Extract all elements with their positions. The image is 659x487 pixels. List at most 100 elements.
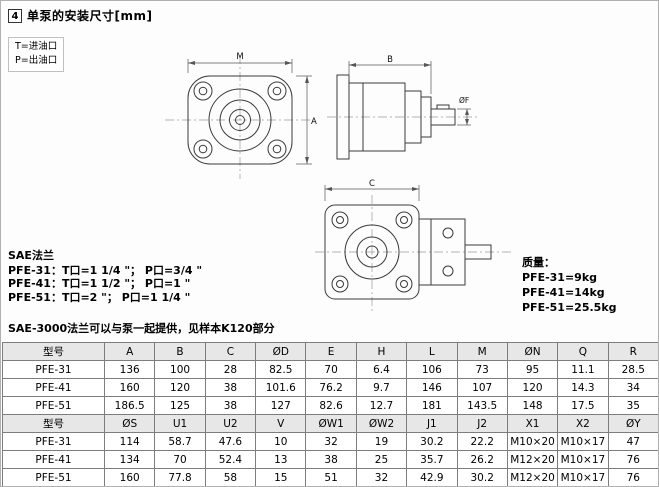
table-header-cell: J2	[456, 414, 508, 433]
table-header-cell: B	[154, 342, 206, 361]
dim-label-a: A	[311, 117, 317, 127]
table-cell: M10×17	[557, 468, 609, 486]
table-cell: 76.2	[305, 378, 357, 397]
sae-flange-title: SAE法兰	[8, 249, 54, 262]
table-cell: PFE-51	[2, 396, 105, 415]
mass-line-51: PFE-51=25.5kg	[522, 301, 617, 314]
table-cell: 9.7	[355, 378, 408, 397]
table-cell: 76	[607, 450, 658, 469]
mass-block: 质量： PFE-31=9kg PFE-41=14kg PFE-51=25.5kg	[522, 255, 617, 315]
table-cell: 38	[204, 378, 257, 397]
table-cell: 25	[355, 450, 408, 469]
table-header-cell: ØS	[103, 414, 156, 433]
table-cell: 58	[204, 468, 257, 486]
table-cell: 77.8	[154, 468, 206, 486]
table-header-cell: U1	[154, 414, 206, 433]
table-cell: 101.6	[255, 378, 307, 397]
table-header-cell: ØN	[506, 342, 559, 361]
table-cell: 160	[103, 378, 156, 397]
table-cell: 6.4	[355, 360, 408, 379]
page-title: 单泵的安装尺寸[mm]	[27, 9, 153, 23]
table-cell: 100	[154, 360, 206, 379]
table-header-cell: A	[103, 342, 156, 361]
table-cell: 148	[506, 396, 559, 415]
table-cell: 160	[103, 468, 156, 486]
front-view-drawing: M A	[165, 52, 317, 179]
table-header-cell: ØY	[607, 414, 658, 433]
table-cell: 146	[406, 378, 458, 397]
table-header-cell: E	[305, 342, 357, 361]
table-header-cell: J1	[406, 414, 458, 433]
table-cell: 107	[456, 378, 508, 397]
table-cell: M12×20	[506, 450, 559, 469]
table-cell: 32	[355, 468, 408, 486]
side-view-drawing: B ØF	[327, 55, 477, 160]
table-cell: PFE-31	[2, 360, 105, 379]
sae-flange-line-31: PFE-31：T口=1 1/4 "； P口=3/4 "	[8, 263, 203, 277]
table-header-cell: ØW1	[305, 414, 357, 433]
table-cell: 12.7	[355, 396, 408, 415]
table-cell: 11.1	[557, 360, 609, 379]
mass-line-31: PFE-31=9kg	[522, 271, 598, 284]
table-cell: 120	[506, 378, 559, 397]
table-cell: 114	[103, 432, 156, 451]
page-header: 4 单泵的安装尺寸[mm]	[8, 7, 152, 24]
table-cell: 73	[456, 360, 508, 379]
table-cell: 76	[607, 468, 658, 486]
table-cell: 13	[255, 450, 307, 469]
table-cell: 82.6	[305, 396, 357, 415]
port-legend-p: P=出油口	[15, 55, 58, 67]
table-cell: 30.2	[456, 468, 508, 486]
table-cell: M12×20	[506, 468, 559, 486]
mass-line-41: PFE-41=14kg	[522, 286, 605, 299]
table-cell: 58.7	[154, 432, 206, 451]
dim-label-c: C	[369, 179, 375, 189]
table-header-cell: H	[355, 342, 408, 361]
table-cell: 51	[305, 468, 357, 486]
table-cell: 14.3	[557, 378, 609, 397]
table-cell: 125	[154, 396, 206, 415]
table-header-cell: X2	[557, 414, 609, 433]
table-cell: 70	[154, 450, 206, 469]
table-cell: PFE-51	[2, 468, 105, 486]
table-cell: 38	[204, 396, 257, 415]
table-header-cell: ØD	[255, 342, 307, 361]
dim-label-m: M	[236, 52, 243, 62]
table-header-cell: M	[456, 342, 508, 361]
table-cell: 127	[255, 396, 307, 415]
sae-flange-block: SAE法兰 PFE-31：T口=1 1/4 "； P口=3/4 " PFE-41…	[8, 249, 202, 304]
table-header-cell: ØW2	[355, 414, 408, 433]
sae-flange-line-51: PFE-51：T口=2 "； P口=1 1/4 "	[8, 290, 191, 304]
table-cell: 47	[607, 432, 658, 451]
table-cell: 47.6	[204, 432, 257, 451]
table-cell: 136	[103, 360, 156, 379]
port-legend-t: T=进油口	[15, 41, 58, 52]
sae-3000-note: SAE-3000法兰可以与泵一起提供，见样本K120部分	[8, 322, 275, 335]
table-cell: PFE-41	[2, 450, 105, 469]
table-cell: PFE-41	[2, 378, 105, 397]
table-cell: 52.4	[204, 450, 257, 469]
table-cell: 15	[255, 468, 307, 486]
table-header-cell: L	[406, 342, 458, 361]
table-cell: 70	[305, 360, 357, 379]
table-cell: 10	[255, 432, 307, 451]
table-cell: 28	[204, 360, 257, 379]
dim-label-of: ØF	[459, 96, 469, 105]
sae-flange-line-41: PFE-41：T口=1 1/2 "； P口=1 "	[8, 277, 191, 290]
table-cell: 120	[154, 378, 206, 397]
table-header-cell: Q	[557, 342, 609, 361]
table-cell: 34	[607, 378, 658, 397]
table-cell: PFE-31	[2, 432, 105, 451]
table-cell: 32	[305, 432, 357, 451]
section-number: 4	[8, 8, 22, 23]
table-cell: 38	[305, 450, 357, 469]
table-cell: 30.2	[406, 432, 458, 451]
